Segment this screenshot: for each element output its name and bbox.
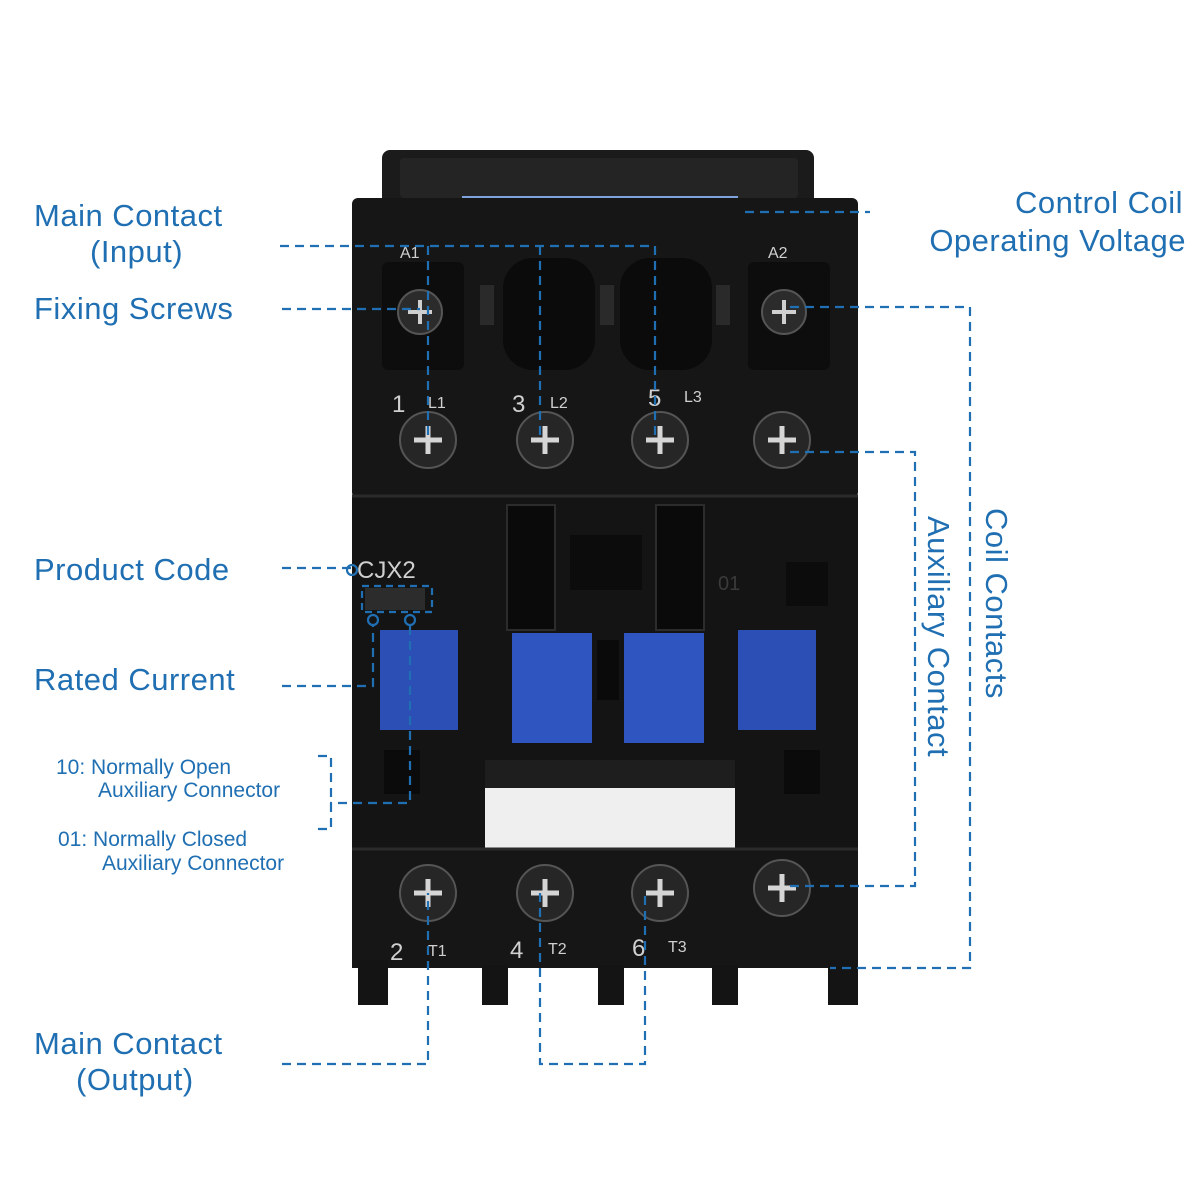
coil-terminal-a1: A1 xyxy=(400,245,420,262)
terminal-name: T1 xyxy=(428,943,447,960)
label-rated-current: Rated Current xyxy=(34,662,235,697)
aux-block-left xyxy=(380,630,458,730)
top-terminal-labels: 1 L1 3 L2 5 L3 xyxy=(392,385,702,418)
terminal-name: L1 xyxy=(428,395,446,412)
slider-left xyxy=(512,633,592,743)
label-coil-contacts: Coil Contacts xyxy=(979,508,1014,699)
coil-screw-a1 xyxy=(397,289,443,335)
upper-body xyxy=(352,198,858,498)
model-code: CJX2 xyxy=(357,557,416,584)
terminal-num: 2 xyxy=(390,939,403,966)
label-main-contact-output-sub: (Output) xyxy=(76,1062,194,1097)
label-main-contact-input: Main Contact xyxy=(34,198,223,233)
label-operating-voltage: Operating Voltage xyxy=(929,223,1186,258)
label-auxiliary-contact: Auxiliary Contact xyxy=(921,516,956,757)
label-no-aux: 10: Normally Open xyxy=(56,756,231,779)
coil-terminal-a2: A2 xyxy=(768,245,788,262)
terminal-num: 4 xyxy=(510,937,523,964)
terminal-num: 6 xyxy=(632,935,645,962)
bottom-terminal-labels: 2 T1 4 T2 6 T3 xyxy=(390,935,687,966)
aux-marker: 01 xyxy=(718,573,740,595)
label-nc-aux: 01: Normally Closed xyxy=(58,828,247,851)
label-no-aux-sub: Auxiliary Connector xyxy=(98,779,280,802)
aux-block-right xyxy=(738,630,816,730)
coil-screw-a2 xyxy=(761,289,807,335)
indicator-window xyxy=(485,788,735,854)
terminal-name: L2 xyxy=(550,395,568,412)
label-main-contact-input-sub: (Input) xyxy=(90,234,183,269)
annotation-labels: Main Contact (Input) Fixing Screws Produ… xyxy=(34,185,1186,1097)
top-terminal-screws xyxy=(399,411,811,469)
label-control-coil: Control Coil xyxy=(1015,185,1183,220)
terminal-num: 1 xyxy=(392,391,405,418)
leader-lines xyxy=(280,210,972,1066)
label-nc-aux-sub: Auxiliary Connector xyxy=(102,852,284,875)
contactor-device: A1 A2 A1 A2 1 L1 3 L2 5 L3 xyxy=(352,150,858,1005)
terminal-name: L3 xyxy=(684,389,702,406)
label-main-contact-output: Main Contact xyxy=(34,1026,223,1061)
terminal-name: T3 xyxy=(668,939,687,956)
rated-current-code xyxy=(365,588,425,610)
label-product-code: Product Code xyxy=(34,552,230,587)
terminal-num: 3 xyxy=(512,391,525,418)
slider-right xyxy=(624,633,704,743)
label-fixing-screws: Fixing Screws xyxy=(34,291,233,326)
terminal-name: T2 xyxy=(548,941,567,958)
